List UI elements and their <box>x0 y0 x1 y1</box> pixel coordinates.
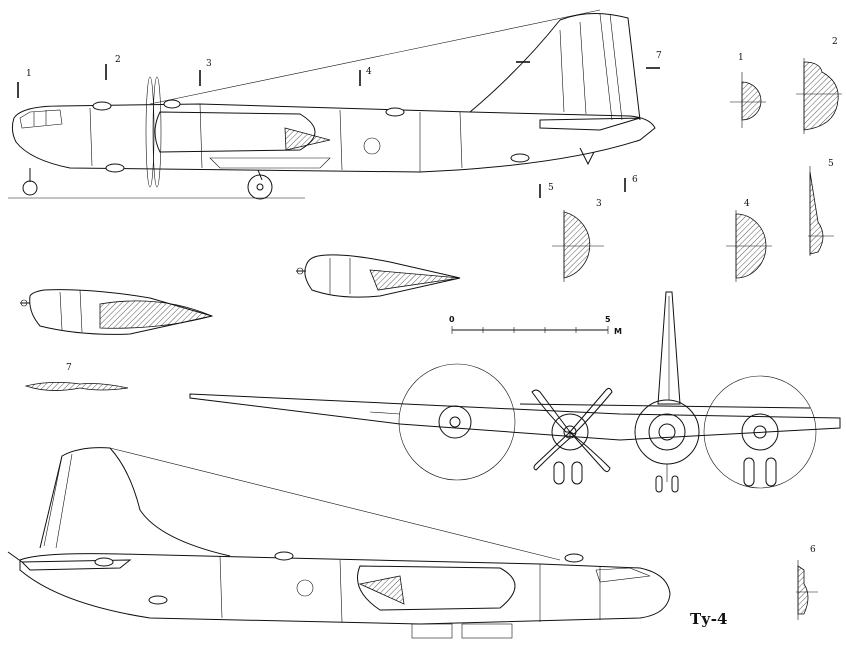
cross-sections: 1 2 3 4 5 6 <box>552 37 842 620</box>
section-label-1: 1 <box>26 69 32 79</box>
nacelle-inner <box>20 289 214 335</box>
scale-max: 5 <box>605 315 611 324</box>
scale-bar: 0 5 М <box>449 315 622 336</box>
cs-label-2: 2 <box>832 37 838 47</box>
side-view-upper <box>8 9 656 200</box>
section-label-6: 6 <box>632 175 638 185</box>
cs-label-4: 4 <box>744 199 750 209</box>
section-markers-upper: 1 2 3 4 5 6 7 <box>17 51 662 198</box>
side-view-lower <box>7 447 671 639</box>
scale-zero: 0 <box>449 315 455 324</box>
blade-section-7: 7 <box>24 363 129 391</box>
section-label-5: 5 <box>548 183 554 193</box>
section-label-7: 7 <box>656 51 662 61</box>
scale-unit: М <box>614 327 622 336</box>
front-view <box>189 291 841 493</box>
cs-label-3: 3 <box>596 199 602 209</box>
cs-label-5: 5 <box>828 159 834 169</box>
cs-label-1: 1 <box>738 53 744 63</box>
section-label-2: 2 <box>115 55 121 65</box>
cs-label-6: 6 <box>810 545 816 555</box>
nacelle-outer <box>296 254 461 298</box>
aircraft-title: Ту-4 <box>690 610 727 628</box>
section-label-4: 4 <box>366 67 372 77</box>
blade-section-label: 7 <box>66 363 72 373</box>
section-label-3: 3 <box>206 59 212 69</box>
